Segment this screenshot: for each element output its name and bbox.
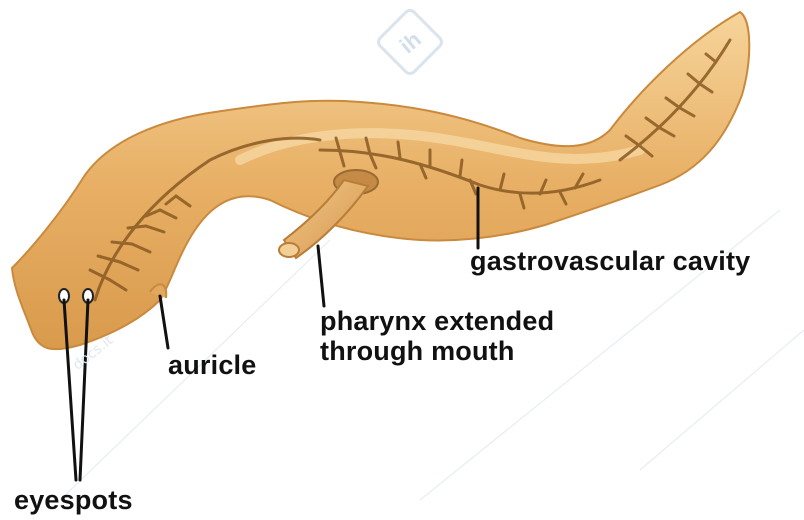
leader-auricle — [160, 296, 168, 348]
label-eyespots: eyespots — [14, 487, 133, 514]
label-auricle: auricle — [168, 352, 256, 379]
watermark-logo-text: ih — [395, 27, 426, 59]
body-outline — [12, 12, 749, 349]
label-pharynx-line1: pharynx extended — [320, 306, 554, 336]
planarian-body — [12, 12, 749, 349]
pharynx-tip — [279, 243, 299, 257]
label-gastrovascular-cavity: gastrovascular cavity — [470, 248, 750, 275]
leader-pharynx — [318, 246, 324, 306]
label-pharynx-line2: through mouth — [320, 336, 554, 366]
label-pharynx: pharynx extended through mouth — [320, 306, 554, 366]
